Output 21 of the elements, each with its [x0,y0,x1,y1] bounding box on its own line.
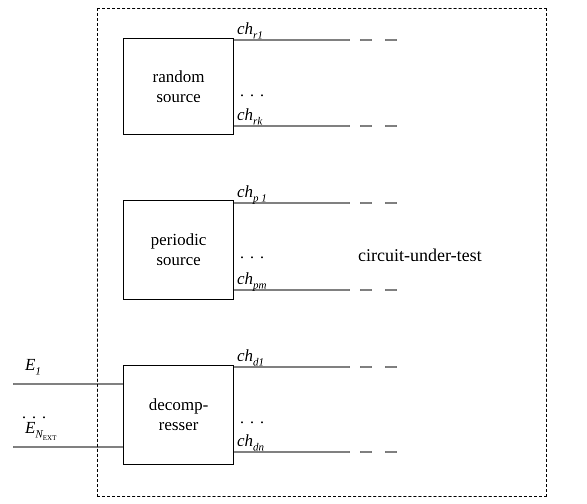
block-label: periodic source [150,230,208,270]
signal-label: ch$_{r1}$ [237,20,263,42]
decompressor-block [123,365,234,465]
input-line [12,446,124,448]
signal-label: E$_{1}$ [25,356,41,378]
source-block [123,38,234,135]
block-label: decomp- resser [148,395,210,435]
ellipsis-label: . . . [240,84,265,100]
signal-label: ch$_{rk}$ [237,106,262,128]
channel-line [234,366,350,368]
signal-label: ch$_{d1}$ [237,347,264,368]
signal-label: ch$_{dn}$ [237,432,264,454]
source-block [123,200,234,300]
signal-label: ch$_{pm}$ [237,270,266,292]
ellipsis-label: . . . [240,246,265,262]
region-label: circuit-under-test [358,245,482,266]
ellipsis-label: . . . [22,406,47,422]
ellipsis-label: . . . [240,411,265,427]
circuit-region [97,8,547,497]
channel-line [234,202,350,204]
block-label: random source [152,66,206,106]
